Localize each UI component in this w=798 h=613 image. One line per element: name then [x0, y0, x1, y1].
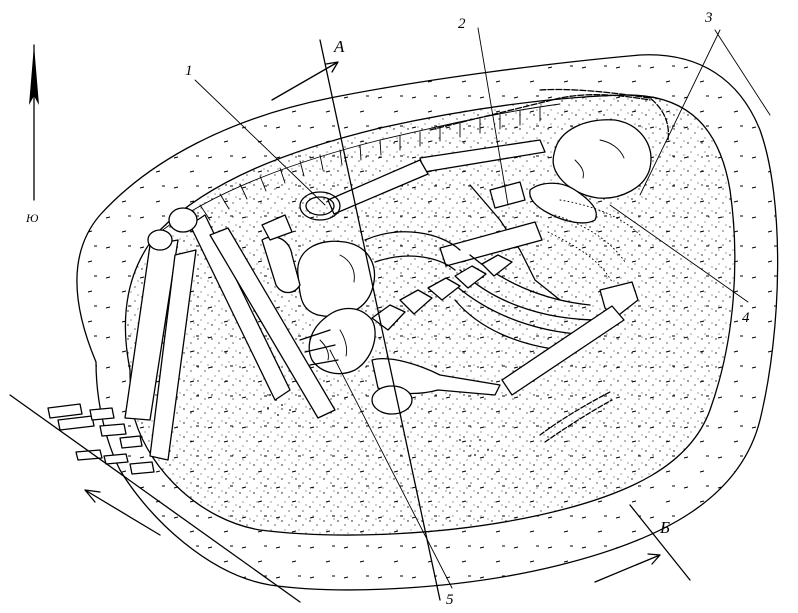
marker-2: 2 [458, 16, 466, 32]
skeleton-upper [327, 119, 652, 396]
marker-5: 5 [446, 592, 454, 608]
section-line-a [271, 39, 441, 601]
north-arrow-label: Ю [25, 211, 39, 225]
direction-arrow [84, 489, 161, 536]
north-arrow-icon: Ю [25, 44, 39, 225]
bead-string-top [429, 88, 670, 141]
section-label-b: Б [659, 518, 670, 537]
marker-3: 3 [704, 10, 713, 26]
leader-lines [194, 27, 771, 589]
marker-1: 1 [185, 63, 193, 79]
section-line-b [9, 394, 691, 603]
skeleton-lower [124, 191, 513, 461]
bracelet-ring-outer [299, 191, 341, 221]
section-label-a: А [333, 37, 345, 56]
foot-bones [47, 403, 155, 475]
marker-4: 4 [742, 310, 750, 326]
bead-string-bottom [539, 391, 613, 443]
bracelet-ring-inner [305, 196, 335, 216]
